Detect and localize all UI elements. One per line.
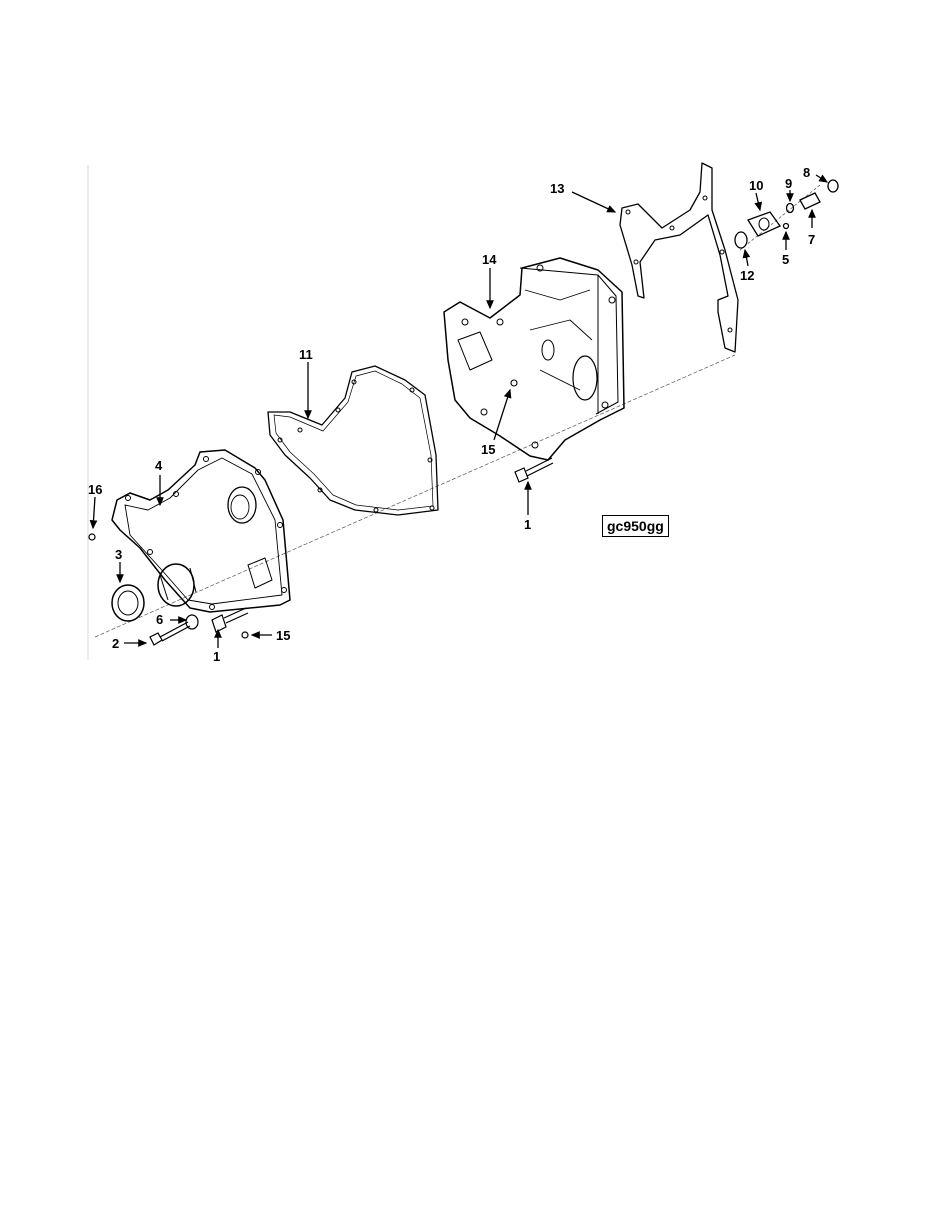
callout-11: 11 (299, 347, 313, 362)
callout-10: 10 (749, 178, 763, 193)
callout-14: 14 (482, 252, 497, 267)
callout-1-front: 1 (213, 649, 220, 664)
screw-15 (241, 631, 249, 639)
bolt-head-2 (149, 632, 163, 646)
front-crankshaft-seal (111, 563, 197, 622)
callout-16: 16 (88, 482, 102, 497)
flange-10 (747, 211, 781, 237)
callout-13: 13 (550, 181, 564, 196)
callout-labels: 16 3 2 6 1 15 4 11 14 15 1 13 12 10 5 9 … (88, 165, 815, 664)
sensor-7 (799, 192, 821, 210)
callout-9: 9 (785, 176, 792, 191)
sensor-centerline (739, 184, 821, 251)
gear-housing (443, 257, 625, 461)
sensor-assembly (734, 179, 839, 249)
front-gear-cover (111, 449, 291, 613)
plug-8 (827, 179, 839, 193)
gear-cover-gasket (267, 365, 439, 516)
callout-5: 5 (782, 252, 789, 267)
screw-16 (88, 533, 96, 541)
callout-1-rear: 1 (524, 517, 531, 532)
callout-6: 6 (156, 612, 163, 627)
front-fasteners (88, 533, 249, 646)
o-ring-12 (734, 231, 748, 249)
callout-3: 3 (115, 547, 122, 562)
callout-15-front: 15 (276, 628, 290, 643)
figure-id-label: gc950gg (602, 515, 669, 537)
callout-7: 7 (808, 232, 815, 247)
callout-8: 8 (803, 165, 810, 180)
callout-2: 2 (112, 636, 119, 651)
screw-5 (782, 222, 790, 230)
screw-15-rear (510, 379, 518, 387)
rear-gasket (619, 162, 739, 353)
bolt-head-1 (211, 614, 227, 633)
callout-4: 4 (155, 458, 163, 473)
ring-9 (785, 202, 795, 214)
callout-12: 12 (740, 268, 754, 283)
callout-15-rear: 15 (481, 442, 495, 457)
leader-arrows (89, 174, 829, 648)
assembly-centerline (94, 354, 736, 638)
housing-bolt-1 (514, 457, 554, 483)
